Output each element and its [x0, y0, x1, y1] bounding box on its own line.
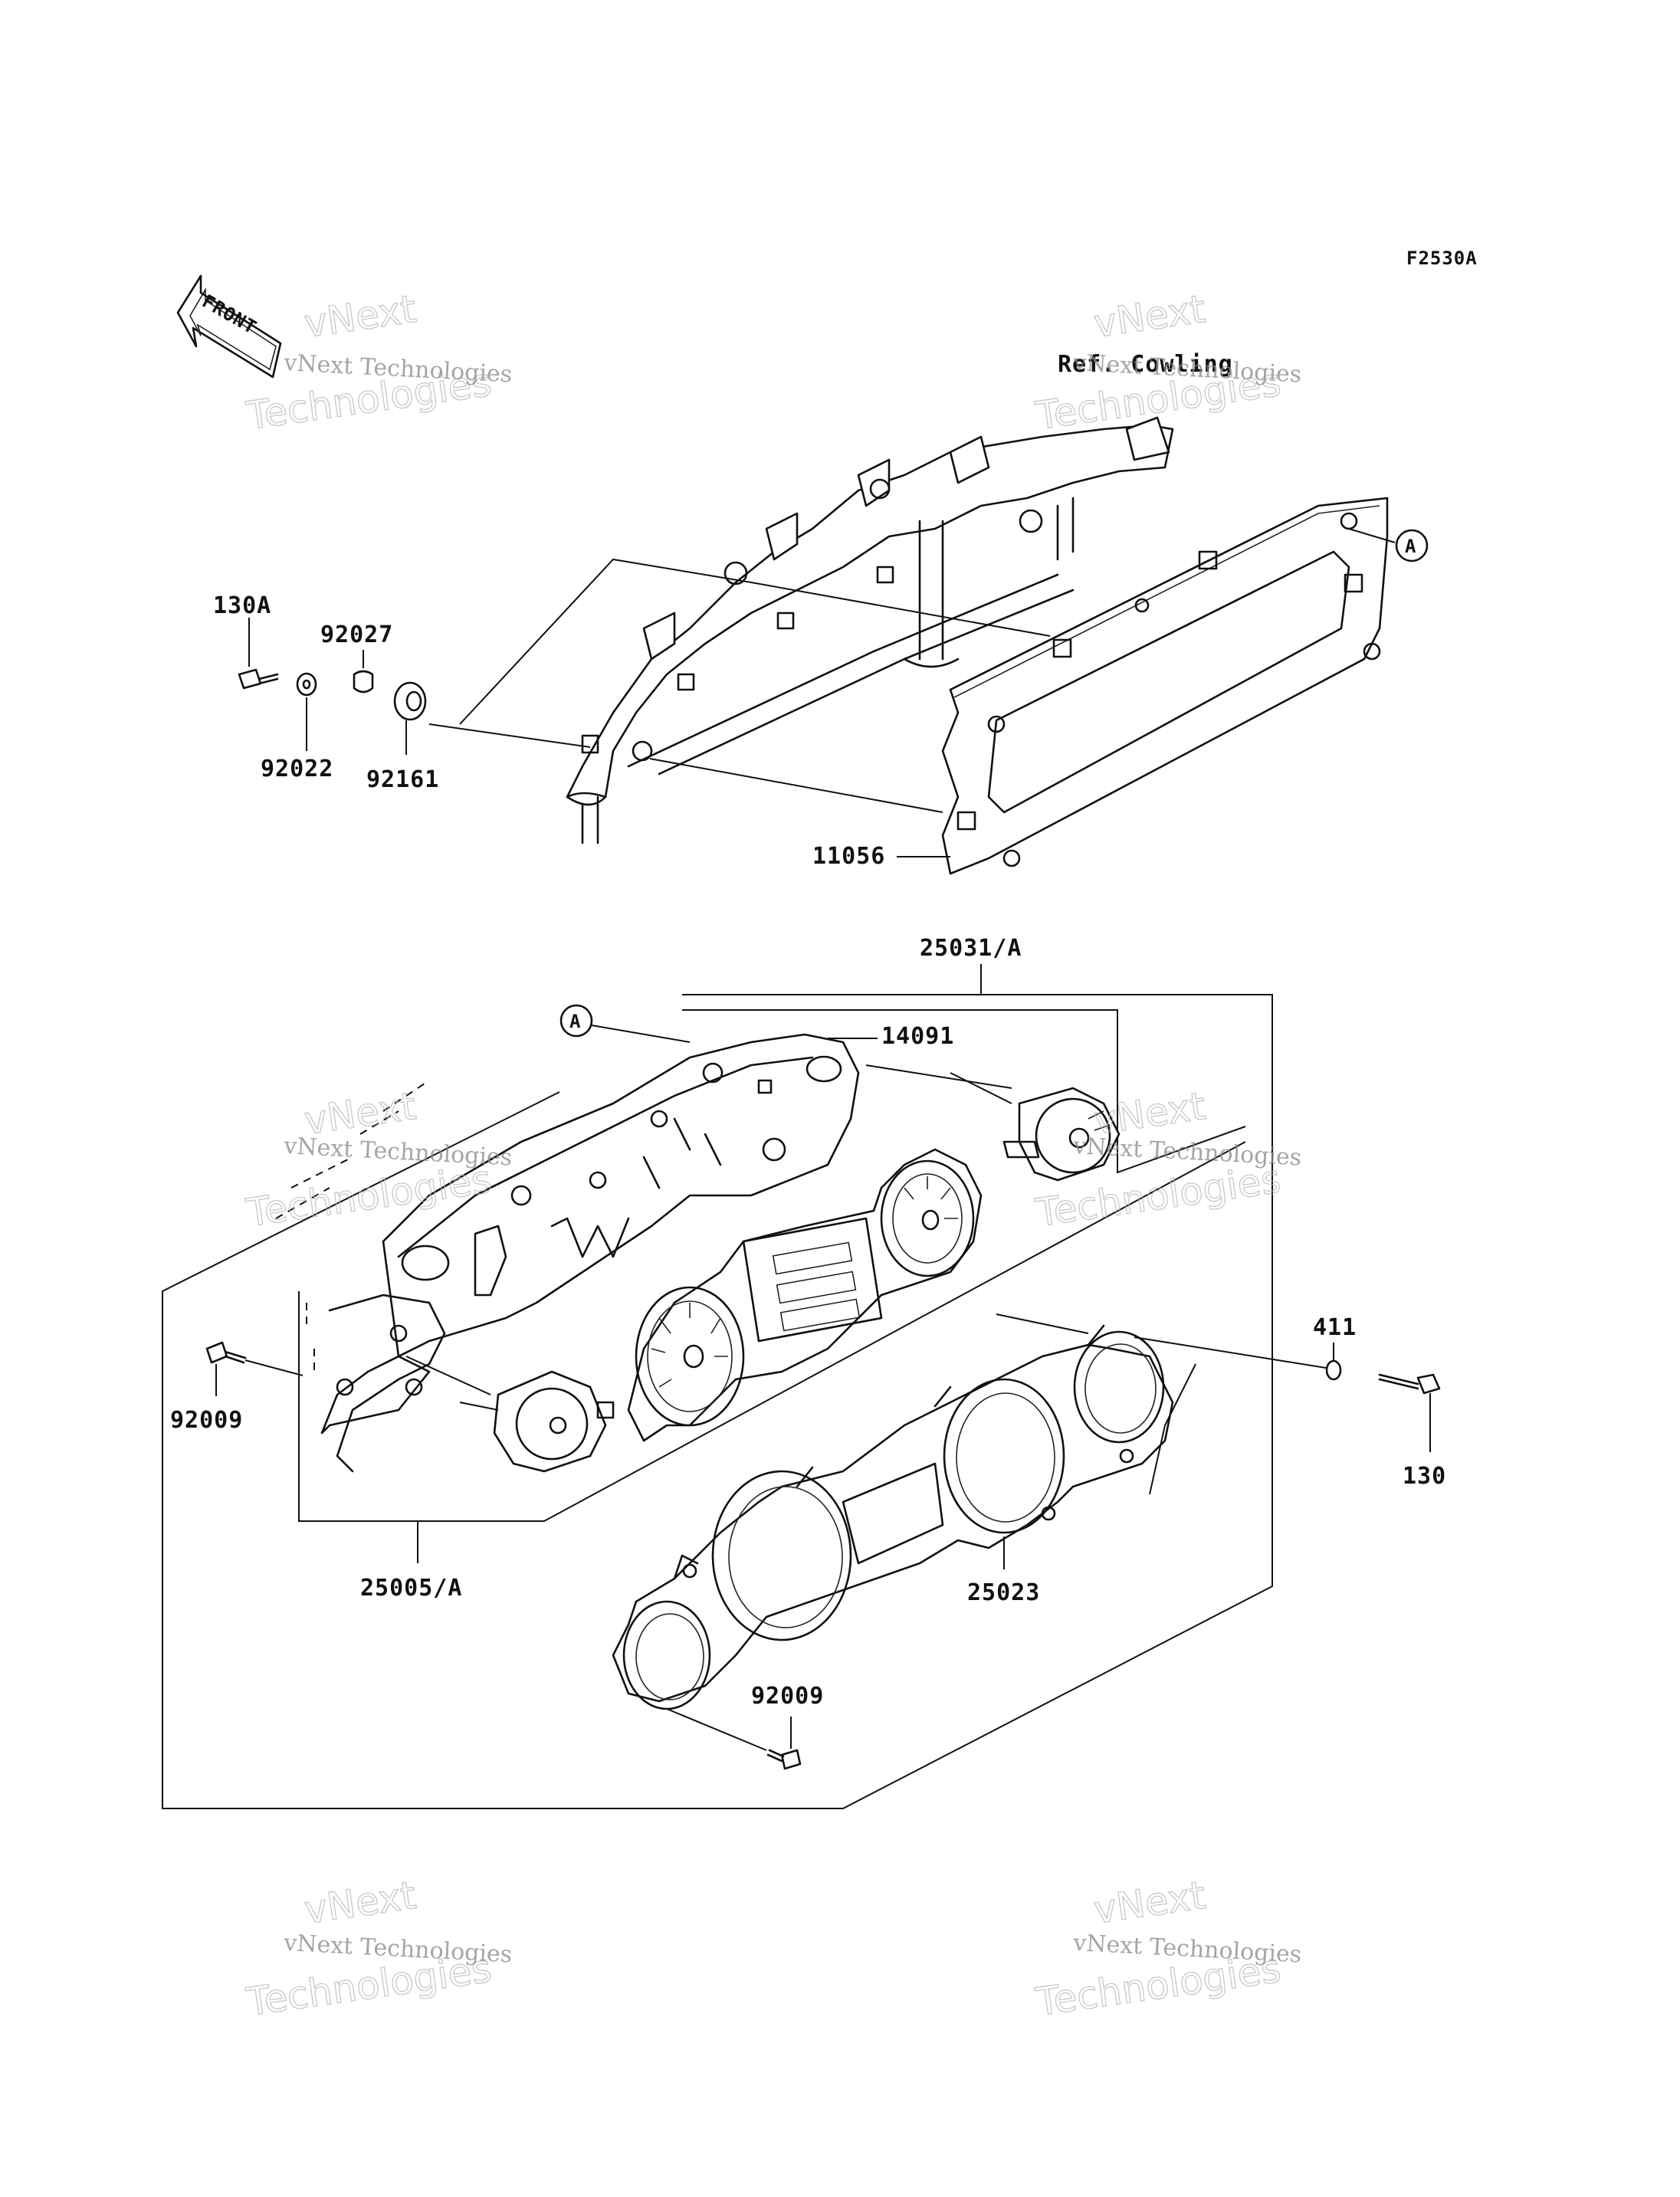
- front-arrow-icon: FRONT: [176, 274, 282, 379]
- collar-92027: [353, 670, 374, 694]
- label-92009-bottom: 92009: [751, 1683, 824, 1710]
- sub-gauge-left: [493, 1370, 615, 1473]
- meter-cover-25023: [612, 1324, 1174, 1710]
- diagram-code: F2530A: [1406, 248, 1478, 269]
- watermark-top-right: vNext Technologies vNext Technologies: [1032, 286, 1302, 438]
- label-92009-left: 92009: [170, 1407, 243, 1434]
- svg-text:vNext: vNext: [1091, 287, 1209, 346]
- washer-92022: [296, 672, 317, 697]
- watermark-bottom-left: vNext Technologies vNext Technologies: [243, 1872, 513, 2025]
- bracket-plate-11056: [941, 497, 1389, 875]
- meter-housing-14091: [320, 1033, 860, 1473]
- label-11056: 11056: [812, 843, 885, 870]
- callout-a-upper: A: [1405, 536, 1416, 557]
- label-25031A: 25031/A: [920, 935, 1022, 962]
- screw-92009-bottom: [766, 1749, 802, 1770]
- svg-text:vNext: vNext: [302, 287, 419, 346]
- svg-text:vNext Technologies: vNext Technologies: [1072, 1133, 1302, 1172]
- sub-gauge-right: [1002, 1087, 1121, 1182]
- meter-face-cluster: [627, 1148, 983, 1442]
- meter-bracket-frame: [566, 416, 1174, 844]
- screw-92009-left: [205, 1341, 247, 1364]
- watermark-top-left: vNext Technologies vNext Technologies: [243, 286, 513, 438]
- label-130A: 130A: [213, 592, 271, 619]
- svg-text:vNext: vNext: [1091, 1873, 1209, 1933]
- bolt-130: [1378, 1373, 1441, 1395]
- reference-note: Ref. Cowling: [1058, 351, 1233, 378]
- watermark-bottom-right: vNext Technologies vNext Technologies: [1032, 1872, 1302, 2025]
- label-92027: 92027: [320, 621, 393, 648]
- label-411: 411: [1313, 1314, 1357, 1341]
- label-92161: 92161: [366, 766, 439, 793]
- callout-a-lower: A: [569, 1011, 581, 1032]
- label-25023: 25023: [967, 1579, 1040, 1606]
- svg-text:vNext: vNext: [302, 1873, 419, 1933]
- washer-411: [1325, 1359, 1342, 1381]
- svg-text:vNext Technologies: vNext Technologies: [283, 1133, 513, 1172]
- label-130: 130: [1403, 1463, 1446, 1490]
- label-25005A: 25005/A: [360, 1575, 462, 1602]
- label-92022: 92022: [261, 756, 333, 782]
- damper-92161: [393, 681, 427, 721]
- bolt-130A: [238, 668, 279, 690]
- label-14091: 14091: [881, 1023, 954, 1050]
